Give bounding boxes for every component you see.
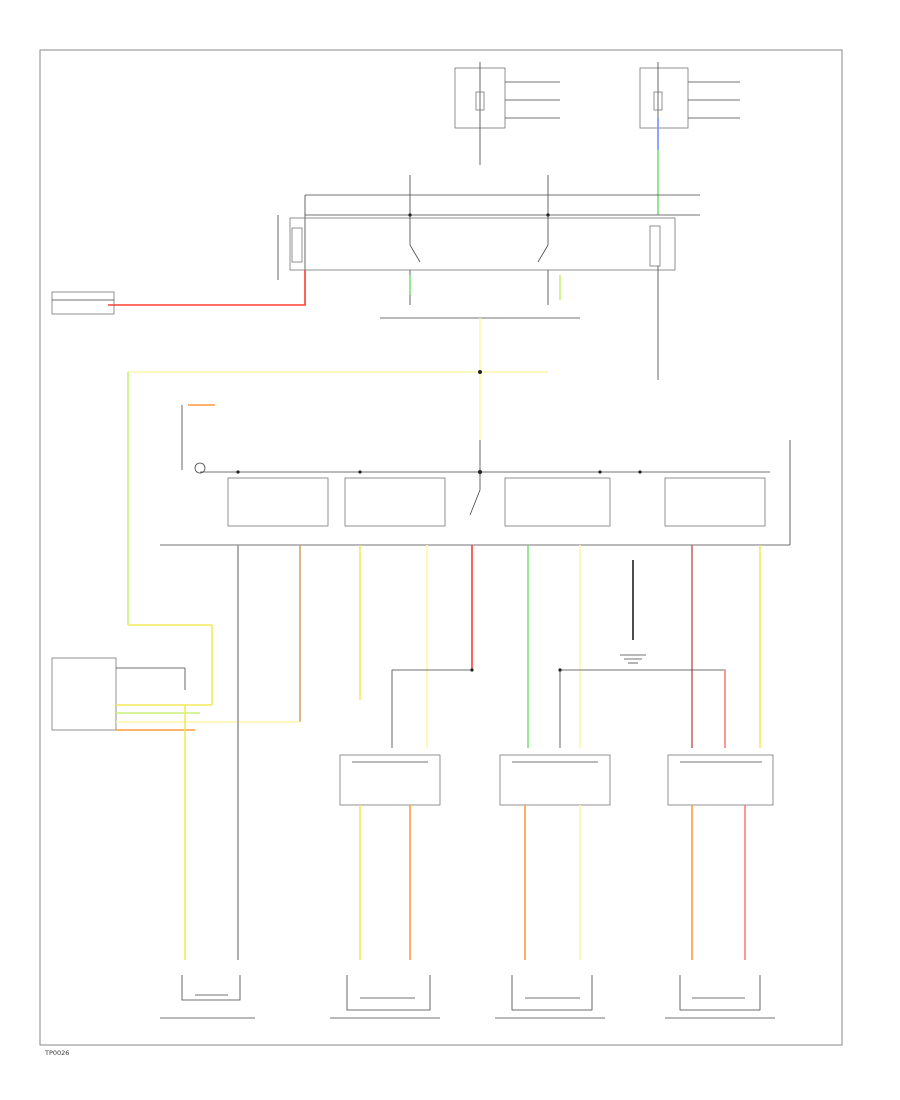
motor-left-rear bbox=[495, 975, 605, 1019]
motor-right-rear bbox=[665, 975, 775, 1019]
left-front-module bbox=[51, 657, 186, 731]
door-switch-left-rear bbox=[499, 754, 611, 806]
motor-right-front bbox=[330, 975, 440, 1019]
motor-left-front bbox=[160, 975, 255, 1019]
door-switch-right-front bbox=[339, 754, 441, 806]
relay-left bbox=[289, 175, 676, 271]
master-switch-box bbox=[160, 440, 791, 546]
fuse-block-right bbox=[639, 62, 740, 140]
wire-red-input bbox=[108, 270, 306, 306]
corner-code: TP0026 bbox=[44, 1049, 69, 1057]
diagram-border bbox=[39, 49, 843, 1046]
fuse-block-left bbox=[454, 62, 560, 165]
door-switch-right-rear bbox=[667, 754, 774, 806]
